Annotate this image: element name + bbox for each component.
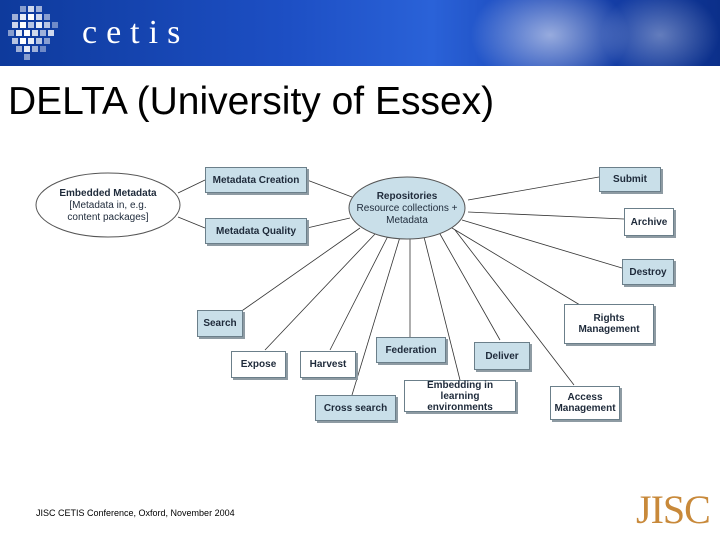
federation-box: Federation [376, 337, 446, 363]
access-management-box: Access Management [550, 386, 620, 420]
cetis-logo-icon [8, 6, 58, 60]
embedding-line-2: learning environments [427, 390, 493, 413]
submit-box: Submit [599, 167, 661, 192]
rights-management-line-1: Rights [593, 313, 625, 324]
banner-glow [470, 0, 630, 66]
header-banner: cetis [0, 0, 720, 66]
embedded-metadata-title: Embedded Metadata [59, 188, 157, 199]
embedding-learning-environments-box: Embedding in learning environments [404, 379, 516, 413]
cross-search-box: Cross search [315, 395, 396, 421]
metadata-quality-box: Metadata Quality [205, 218, 307, 244]
access-management-line-1: Access [567, 392, 603, 403]
harvest-box: Harvest [300, 351, 356, 378]
repositories-node: Repositories Resource collections + Meta… [352, 191, 462, 227]
embedding-line-1: Embedding in [426, 379, 494, 391]
embedded-metadata-detail-2: content packages] [67, 212, 149, 223]
repositories-detail-1: Resource collections + [356, 203, 458, 214]
embedded-metadata-node: Embedded Metadata [Metadata in, e.g. con… [48, 188, 168, 224]
archive-box: Archive [624, 208, 674, 236]
slide-title: DELTA (University of Essex) [8, 80, 495, 123]
expose-box: Expose [231, 351, 286, 378]
deliver-box: Deliver [474, 342, 530, 370]
footer-text: JISC CETIS Conference, Oxford, November … [36, 508, 235, 518]
access-management-line-2: Management [554, 403, 616, 414]
cetis-logo-text: cetis [82, 14, 190, 51]
search-box: Search [197, 310, 243, 337]
rights-management-line-2: Management [578, 324, 640, 335]
embedded-metadata-detail-1: [Metadata in, e.g. [69, 200, 147, 211]
rights-management-box: Rights Management [564, 304, 654, 344]
repositories-title: Repositories [376, 191, 438, 202]
repositories-detail-2: Metadata [386, 215, 428, 226]
jisc-logo: JISC [636, 487, 711, 532]
destroy-box: Destroy [622, 259, 674, 285]
banner-glow-secondary [600, 0, 720, 66]
metadata-creation-box: Metadata Creation [205, 167, 307, 193]
